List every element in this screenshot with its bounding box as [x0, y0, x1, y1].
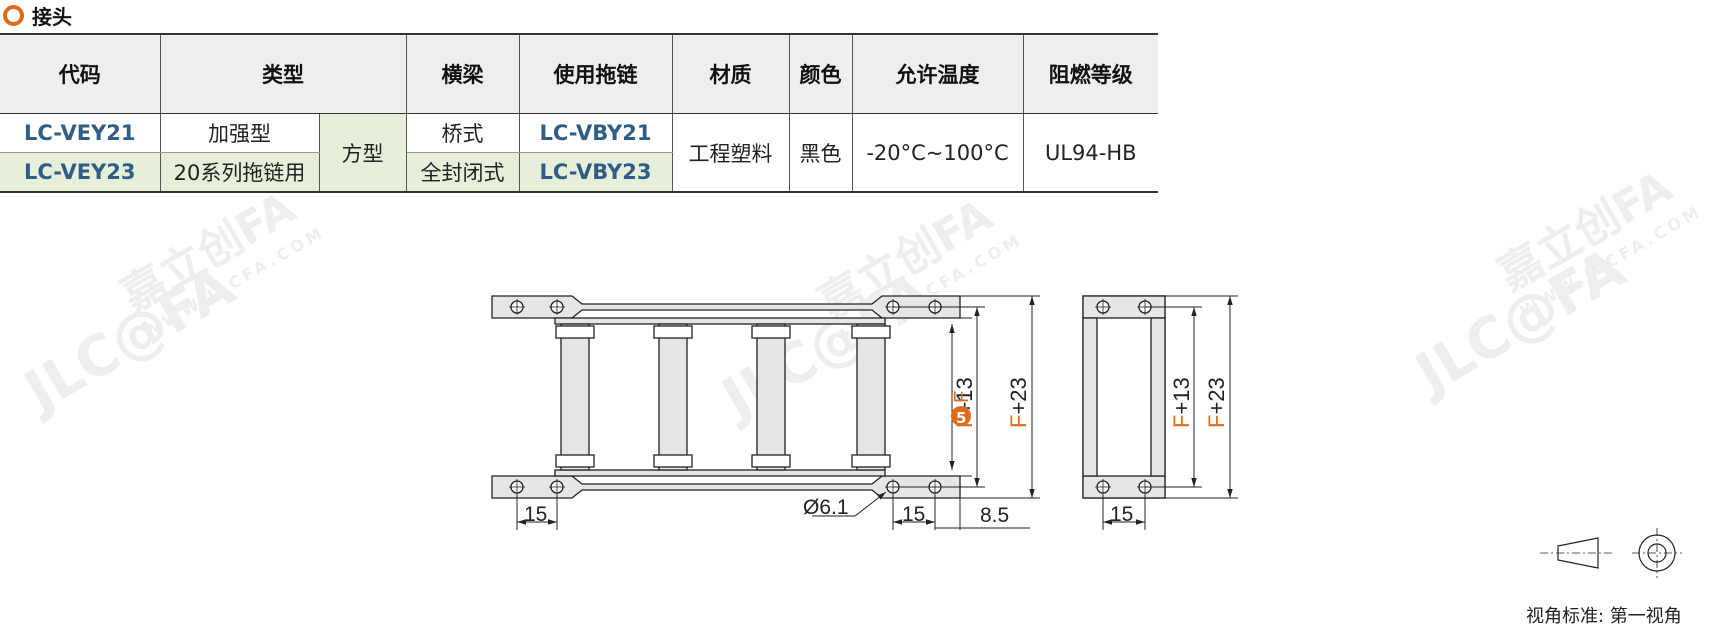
header-flame-rating: 阻燃等级 — [1022, 33, 1158, 114]
table-row: LC-VEY21 加强型 方型 桥式 LC-VBY21 工程塑料 黑色 -20°… — [0, 113, 1158, 193]
watermark-left: JLC@FA 嘉立创FA WWW.JLCFA.COM — [11, 183, 329, 427]
cell-code: LC-VEY23 — [0, 152, 161, 193]
watermark-right: JLC@FA 嘉立创FA WWW.JLCFA.COM — [1402, 161, 1706, 409]
dim-15-side: 15 — [1110, 503, 1133, 526]
projection-label: 视角标准: 第一视角 — [1526, 606, 1682, 627]
cell-beam: 全封闭式 — [405, 152, 520, 193]
front-dimensions — [516, 295, 1040, 530]
crossbar — [851, 323, 891, 471]
header-code: 代码 — [0, 33, 161, 114]
side-f23-f: F — [1204, 415, 1229, 428]
f23-f: F — [1006, 415, 1031, 428]
side-f23-rest: +23 — [1204, 377, 1229, 414]
section-heading: 接头 — [0, 0, 72, 30]
front-vertical-labels: F+13 F+23 5 F — [951, 377, 1031, 428]
inner-bottom-rail — [554, 469, 886, 477]
header-type: 类型 — [159, 33, 407, 114]
side-f13-f: F — [1169, 415, 1194, 428]
cell-beam: 桥式 — [405, 113, 520, 153]
section-title: 接头 — [32, 4, 72, 29]
callout-f: F — [951, 391, 973, 403]
cell-type: 20系列拖链用 — [159, 152, 320, 193]
side-f13-rest: +13 — [1169, 377, 1194, 414]
header-color: 颜色 — [788, 33, 853, 114]
callout-badge-icon — [951, 406, 971, 426]
callout-number: 5 — [956, 409, 966, 427]
dim-hole-diameter: Ø6.1 — [803, 496, 849, 519]
svg-text:F+13: F+13 — [1169, 377, 1194, 428]
f23-rest: +23 — [1006, 377, 1031, 414]
header-beam: 横梁 — [405, 33, 520, 114]
dim-8-5: 8.5 — [980, 504, 1009, 527]
cell-temperature: -20°C~100°C — [851, 113, 1024, 193]
front-dimension-labels: 15 Ø6.1 15 8.5 — [524, 496, 1009, 527]
svg-text:F+23: F+23 — [1006, 377, 1031, 428]
spec-table: 代码 类型 横梁 使用拖链 材质 颜色 允许温度 阻燃等级 LC-VEY21 加… — [0, 33, 1158, 193]
header-temperature: 允许温度 — [851, 33, 1024, 114]
side-view — [1082, 295, 1166, 499]
cell-type: 加强型 — [159, 113, 320, 153]
svg-text:F+23: F+23 — [1204, 377, 1229, 428]
circle-bullet-icon — [3, 4, 24, 26]
cell-material: 工程塑料 — [671, 113, 790, 193]
first-angle-projection-icon — [1540, 528, 1682, 578]
cell-flame-rating: UL94-HB — [1022, 113, 1158, 193]
table-row: LC-VEY23 20系列拖链用 全封闭式 LC-VBY23 — [0, 152, 1158, 193]
header-chain: 使用拖链 — [518, 33, 673, 114]
dim-15-right: 15 — [902, 503, 925, 526]
side-dimension-labels: 15 F+13 F+23 — [1110, 377, 1229, 526]
crossbar — [751, 323, 791, 471]
crossbar — [555, 323, 595, 471]
dim-15-left: 15 — [524, 503, 547, 526]
side-dimensions — [1102, 295, 1238, 530]
cell-chain: LC-VBY21 — [518, 113, 673, 153]
inner-top-rail — [554, 317, 886, 325]
cell-chain: LC-VBY23 — [518, 152, 673, 193]
cell-code: LC-VEY21 — [0, 113, 161, 153]
header-material: 材质 — [671, 33, 790, 114]
table-header-row: 代码 类型 横梁 使用拖链 材质 颜色 允许温度 阻燃等级 — [0, 33, 1158, 114]
cell-color: 黑色 — [788, 113, 853, 193]
crossbar — [653, 323, 693, 471]
